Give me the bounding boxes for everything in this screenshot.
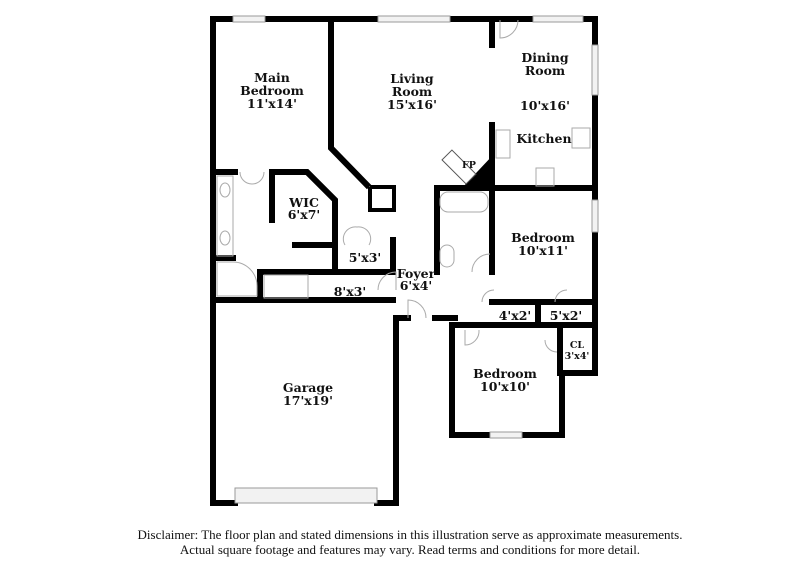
- closet-cl-label: CL: [570, 340, 585, 351]
- disclaimer-line-2: Actual square footage and features may v…: [179, 542, 641, 557]
- doors-fixtures: [216, 19, 591, 353]
- dining-room-label: Dining: [521, 50, 569, 65]
- bedroom-2-size: 10'x11': [518, 243, 568, 258]
- disclaimer-line-1: Disclaimer: The floor plan and stated di…: [137, 527, 683, 542]
- foyer-size: 6'x4': [400, 278, 433, 293]
- closet-cl-size: 3'x4': [565, 351, 590, 362]
- fireplace-label: FP: [462, 160, 476, 171]
- kitchen-label: Kitchen: [516, 131, 571, 146]
- closet-5x3-size: 5'x3': [349, 250, 382, 265]
- foyer-label: Foyer: [397, 266, 436, 281]
- main-bedroom-label-2: Bedroom: [240, 83, 304, 98]
- hall-8x3-size: 8'x3': [334, 284, 367, 299]
- bedroom-3-label: Bedroom: [473, 366, 537, 381]
- garage-door: [234, 487, 378, 504]
- walls: [210, 16, 598, 506]
- garage-label: Garage: [283, 380, 333, 395]
- windows: [232, 15, 599, 504]
- living-room-size: 15'x16': [387, 97, 437, 112]
- dining-room-label-2: Room: [525, 63, 565, 78]
- wic-label: WIC: [288, 195, 319, 210]
- closet-4x2-size: 4'x2': [499, 308, 532, 323]
- closet-5x2-size: 5'x2': [550, 308, 583, 323]
- living-room-label: Living: [390, 71, 434, 86]
- dining-room-size: 10'x16': [520, 98, 570, 113]
- living-room-label-2: Room: [392, 84, 432, 99]
- bedroom-3-size: 10'x10': [480, 379, 530, 394]
- bedroom-2-label: Bedroom: [511, 230, 575, 245]
- main-bedroom-label: Main: [254, 70, 290, 85]
- wic-size: 6'x7': [288, 207, 321, 222]
- garage-size: 17'x19': [283, 393, 333, 408]
- room-labels: Main Bedroom 11'x14' Living Room 15'x16'…: [240, 50, 589, 408]
- main-bedroom-size: 11'x14': [247, 96, 297, 111]
